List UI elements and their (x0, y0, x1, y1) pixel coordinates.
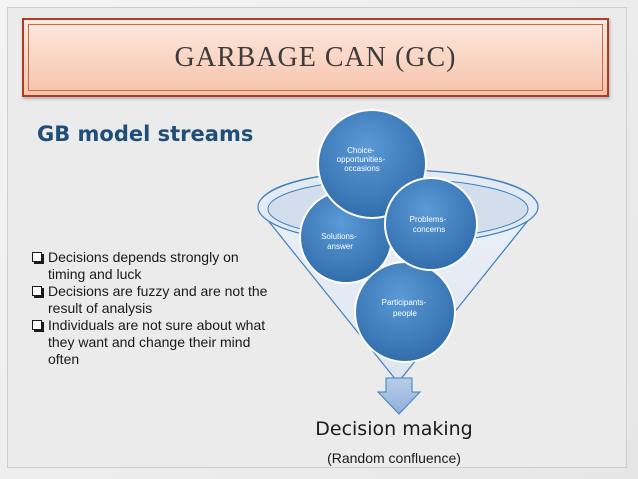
title-banner: GARBAGE CAN (GC) (22, 18, 609, 97)
decision-making-sublabel: (Random confluence) (327, 450, 461, 466)
checkbox-bullet-icon (32, 320, 42, 330)
node-choice-line-1: Choice- (347, 146, 375, 155)
node-choice-line-3: occasions (344, 164, 380, 173)
bullet-text: Decisions are fuzzy and are not the resu… (48, 283, 268, 316)
down-arrow-icon (376, 377, 422, 415)
node-solutions-line-1: Solutions- (321, 232, 357, 241)
bullet-item: Decisions depends strongly on timing and… (30, 249, 270, 283)
decision-making-label: Decision making (315, 418, 473, 440)
bullet-item: Decisions are fuzzy and are not the resu… (30, 283, 270, 317)
node-problems-line-1: Problems- (410, 215, 447, 224)
node-solutions-label: Solutions- answer (321, 232, 359, 251)
node-solutions-line-2: answer (327, 242, 353, 251)
bullet-list: Decisions depends strongly on timing and… (30, 249, 270, 368)
bullet-text: Individuals are not sure about what they… (48, 317, 266, 367)
node-participants-label: Participants- people (382, 298, 429, 318)
checkbox-bullet-icon (32, 286, 42, 296)
node-problems-line-2: concerns (413, 225, 445, 234)
checkbox-bullet-icon (32, 252, 42, 262)
node-participants-line-2: people (393, 309, 418, 318)
title-inner-border (28, 24, 603, 91)
slide-title: GARBAGE CAN (GC) (174, 42, 457, 73)
node-choice-line-2: opportunities- (337, 155, 386, 164)
bullet-text: Decisions depends strongly on timing and… (48, 249, 239, 282)
section-heading: GB model streams (37, 122, 254, 146)
node-choice-label: Choice- opportunities- occasions (337, 146, 388, 173)
node-participants: Participants- people (354, 261, 456, 363)
node-participants-line-1: Participants- (382, 298, 427, 307)
node-problems: Problems- concerns (384, 177, 478, 271)
bullet-item: Individuals are not sure about what they… (30, 317, 270, 368)
node-problems-label: Problems- concerns (410, 215, 449, 234)
